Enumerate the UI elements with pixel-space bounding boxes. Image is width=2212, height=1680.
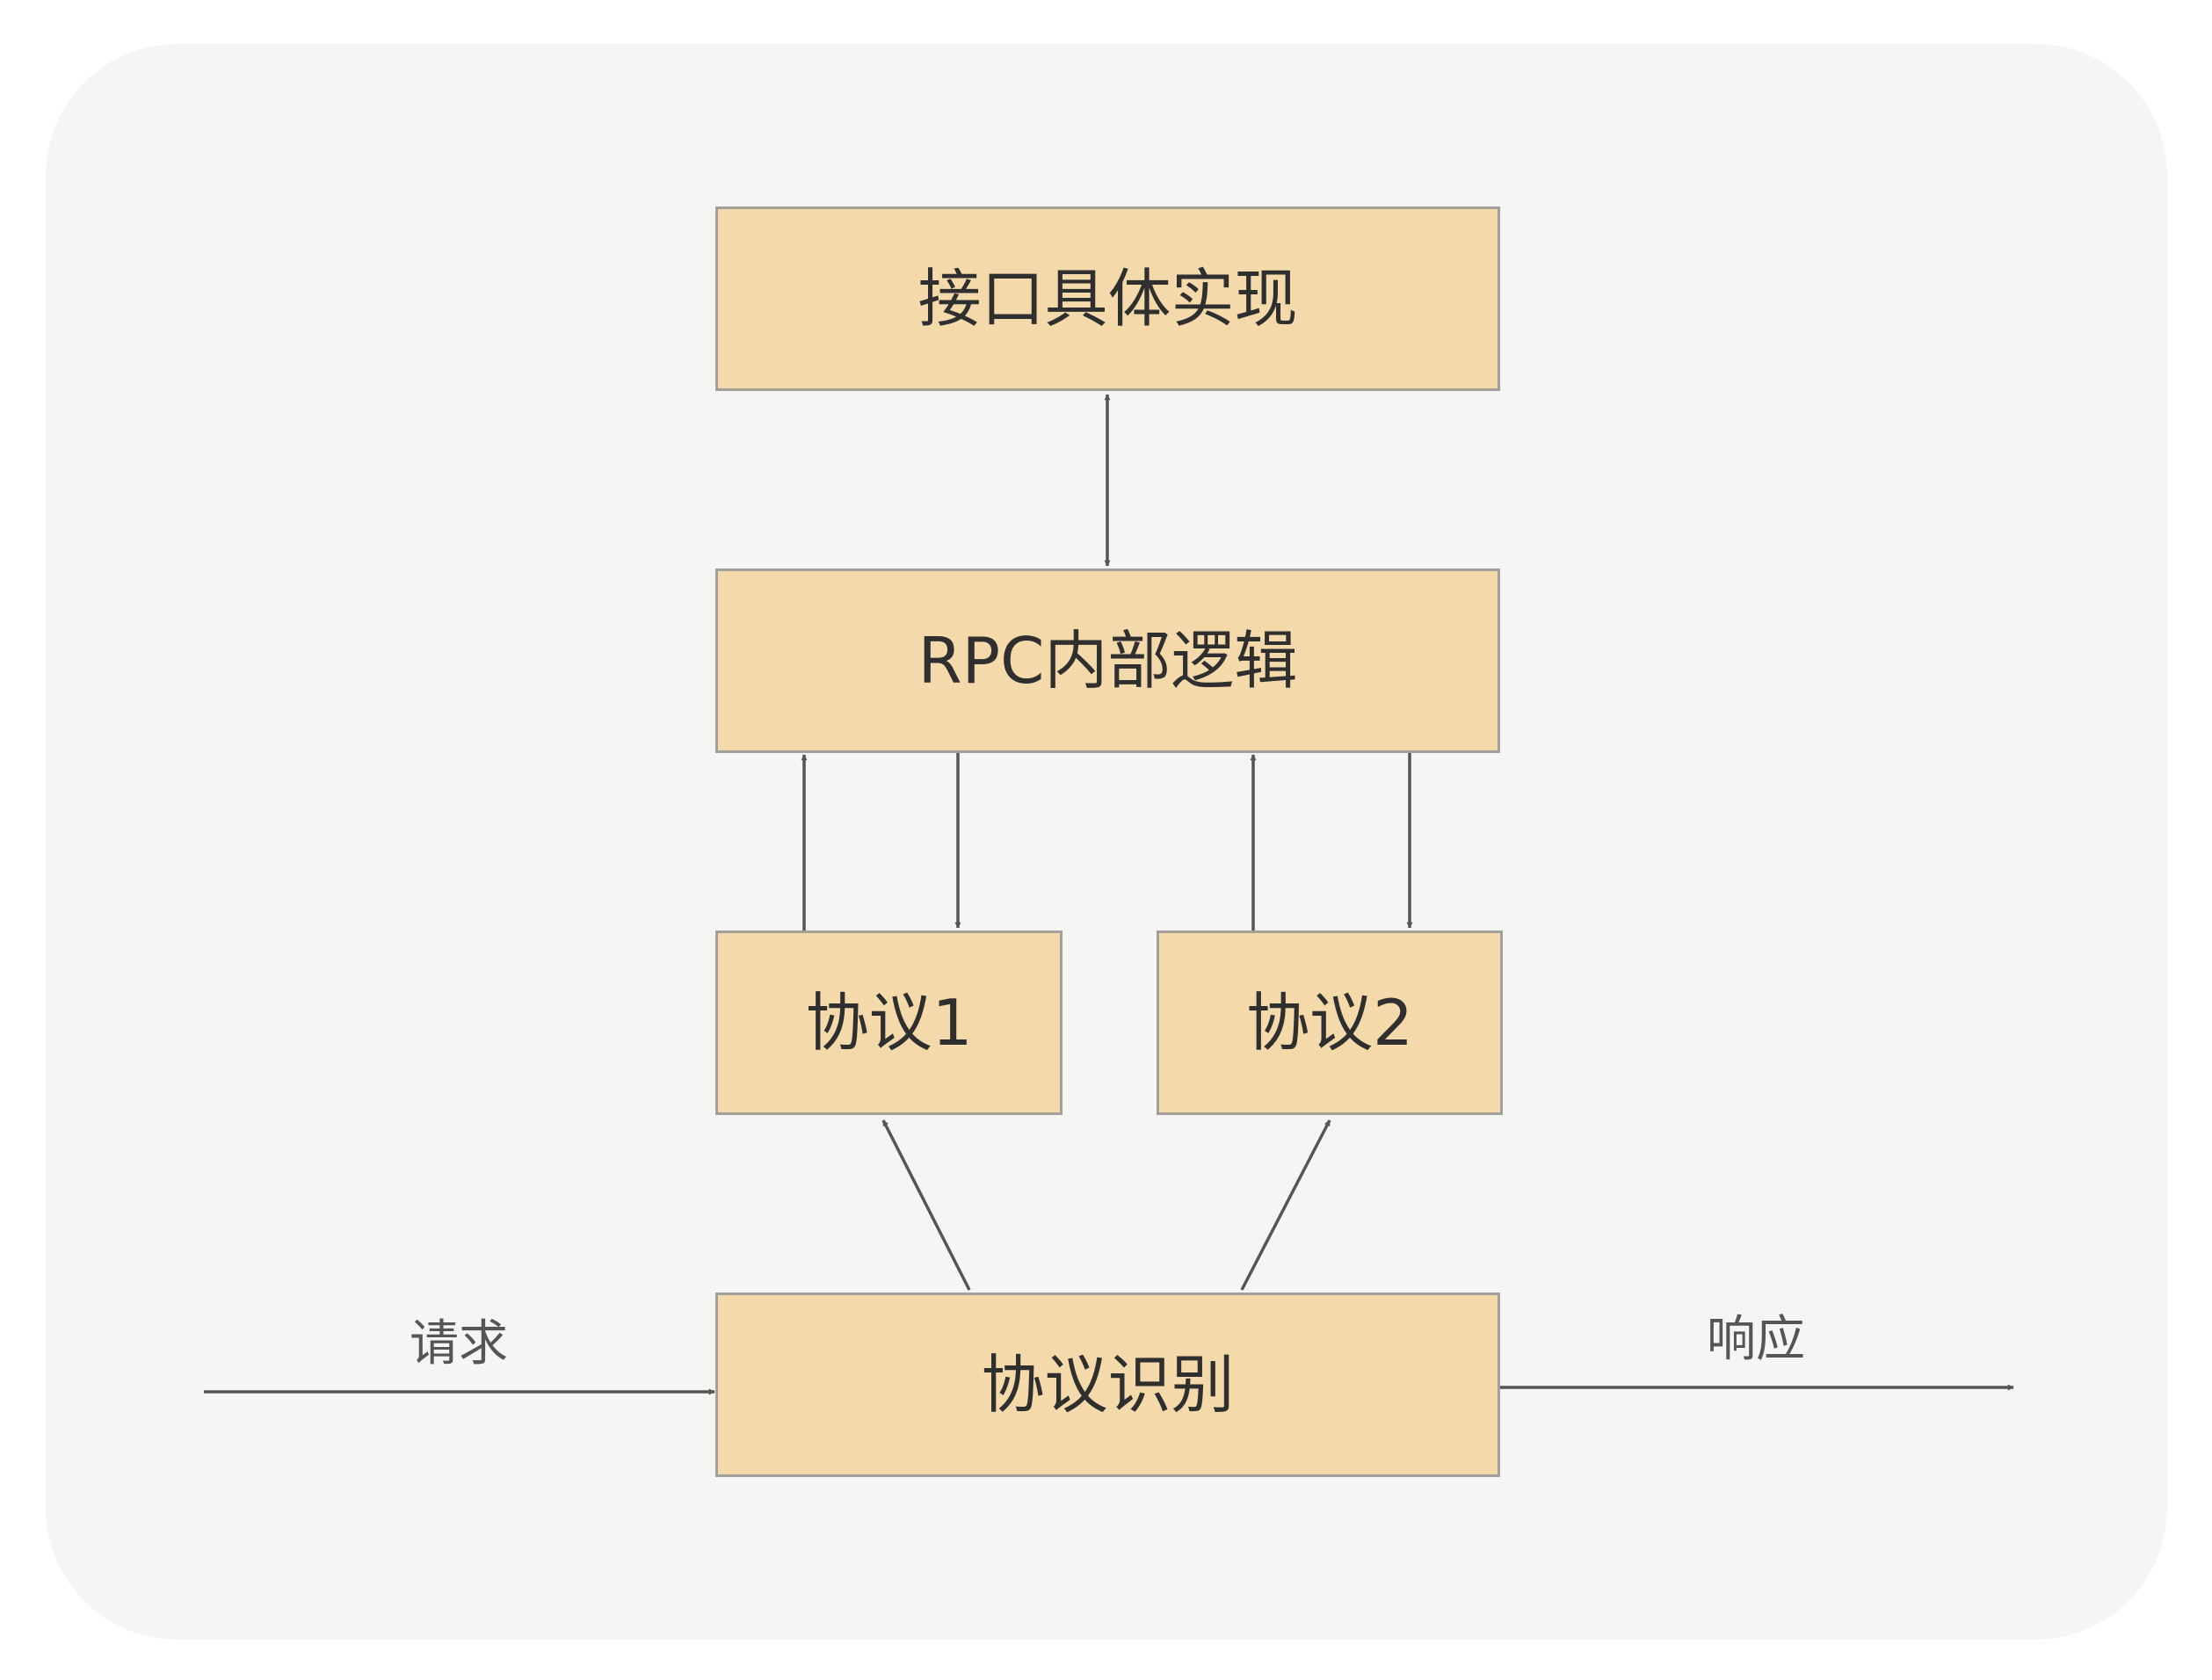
node-interface-implementation: 接口具体实现 [715, 206, 1500, 391]
request-label: 请求 [410, 1315, 508, 1372]
node-protocol-2: 协议2 [1157, 931, 1503, 1115]
node-protocol-1: 协议1 [715, 931, 1062, 1115]
node-rpc-internal-logic: RPC内部逻辑 [715, 568, 1500, 753]
edge-detect-to-protocol2 [1240, 1119, 1331, 1291]
node-interface-implementation-label: 接口具体实现 [917, 262, 1298, 336]
node-protocol-2-label: 协议2 [1246, 986, 1413, 1060]
node-protocol-detection: 协议识别 [715, 1293, 1500, 1477]
node-protocol-detection-label: 协议识别 [981, 1348, 1235, 1422]
node-rpc-internal-logic-label: RPC内部逻辑 [917, 624, 1298, 698]
edge-detect-to-protocol1 [881, 1119, 971, 1291]
response-label: 响应 [1707, 1311, 1805, 1368]
node-protocol-1-label: 协议1 [805, 986, 973, 1060]
